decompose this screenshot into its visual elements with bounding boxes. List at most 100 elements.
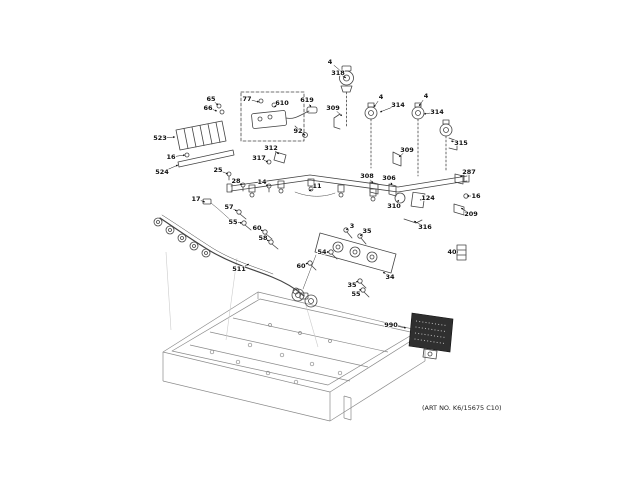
part-label-317: 317 — [252, 154, 266, 162]
label-leader-line — [309, 104, 312, 108]
part-label-309: 309 — [326, 104, 340, 112]
part-label-523: 523 — [153, 134, 167, 142]
label-leader-line — [239, 183, 243, 186]
part-label-55: 55 — [228, 218, 238, 226]
label-leader-line — [418, 99, 424, 107]
label-leader-line — [222, 171, 229, 175]
part-label-60: 60 — [252, 224, 262, 232]
part-label-315: 315 — [454, 139, 468, 147]
part-label-58: 58 — [258, 234, 268, 242]
part-label-309: 309 — [400, 146, 414, 154]
label-leader-line — [251, 99, 260, 103]
label-leader-line — [265, 184, 269, 187]
part-label-14: 14 — [257, 178, 267, 186]
label-leader-line — [308, 188, 313, 192]
label-leader-line — [214, 102, 219, 106]
part-label-306: 306 — [382, 174, 396, 182]
label-leader-line — [200, 200, 206, 203]
part-label-619: 619 — [300, 96, 314, 104]
label-leader-line — [413, 220, 421, 225]
label-leader-line — [302, 133, 306, 136]
part-label-209: 209 — [464, 210, 478, 218]
label-leader-line — [459, 174, 465, 178]
manifold-pipe — [226, 173, 470, 202]
label-leader-line — [419, 198, 424, 201]
terminal-module-523 — [175, 103, 235, 168]
part-label-312: 312 — [264, 144, 278, 152]
burner-rail — [291, 232, 397, 308]
pressure-regulator-assembly — [333, 65, 354, 130]
part-label-4: 4 — [379, 93, 384, 101]
label-leader-line — [423, 112, 433, 115]
part-label-17: 17 — [191, 195, 200, 203]
wire-harness — [153, 198, 309, 300]
art-number-text: (ART NO. K6/15675 C10) — [422, 404, 502, 412]
part-label-65: 65 — [206, 95, 216, 103]
part-label-124: 124 — [421, 194, 435, 202]
bracket-40 — [456, 244, 467, 261]
label-leader-line — [266, 239, 270, 242]
part-label-314: 314 — [430, 108, 444, 116]
part-label-57: 57 — [224, 203, 233, 211]
part-label-25: 25 — [213, 166, 223, 174]
label-leader-line — [336, 111, 343, 117]
base-frame-wireframe — [162, 291, 426, 422]
part-label-28: 28 — [231, 177, 241, 185]
label-leader-line — [274, 150, 280, 155]
label-leader-line — [260, 229, 264, 232]
part-label-35: 35 — [362, 227, 372, 235]
label-leader-line — [359, 233, 364, 237]
control-board-990 — [408, 312, 454, 360]
part-label-310: 310 — [387, 202, 401, 210]
part-label-318: 318 — [331, 69, 345, 77]
label-leader-line — [333, 65, 343, 73]
part-label-16: 16 — [471, 192, 481, 200]
label-leader-line — [382, 271, 387, 275]
label-leader-line — [370, 179, 374, 184]
part-label-92: 92 — [293, 127, 302, 135]
part-label-524: 524 — [155, 168, 169, 176]
alignment-lines — [165, 251, 319, 348]
part-label-55: 55 — [351, 290, 361, 298]
part-label-610: 610 — [275, 99, 289, 107]
manifold-brackets — [226, 151, 469, 224]
part-label-40: 40 — [447, 248, 457, 256]
spark-module-dashed-box — [240, 91, 318, 142]
part-label-77: 77 — [242, 95, 251, 103]
label-leader-line — [164, 136, 176, 139]
part-label-4: 4 — [328, 58, 333, 66]
label-leader-line — [379, 106, 394, 113]
label-leader-line — [345, 228, 349, 231]
label-leader-line — [273, 105, 278, 108]
part-label-60: 60 — [296, 262, 306, 270]
part-label-66: 66 — [203, 104, 213, 112]
label-leader-line — [358, 288, 362, 292]
label-leader-line — [212, 109, 218, 112]
part-label-3: 3 — [350, 222, 355, 230]
label-leader-line — [398, 153, 404, 158]
label-leader-line — [166, 164, 179, 171]
label-leader-line — [342, 75, 347, 79]
label-leader-line — [263, 159, 269, 163]
part-label-308: 308 — [360, 172, 374, 180]
part-label-314: 314 — [391, 101, 405, 109]
label-leader-line — [390, 182, 393, 186]
label-leader-line — [355, 280, 359, 283]
label-leader-line — [395, 325, 407, 329]
part-label-990: 990 — [384, 321, 398, 329]
label-leader-line — [243, 263, 250, 267]
part-label-4: 4 — [424, 92, 429, 100]
part-label-54: 54 — [317, 248, 327, 256]
part-label-34: 34 — [385, 273, 395, 281]
label-leader-line — [450, 140, 457, 143]
part-label-11: 11 — [312, 182, 322, 190]
label-leader-line — [233, 209, 238, 212]
label-leader-line — [396, 199, 400, 203]
part-label-287: 287 — [462, 168, 476, 176]
part-label-16: 16 — [166, 153, 176, 161]
label-leader-line — [373, 100, 379, 108]
label-leader-line — [175, 154, 186, 157]
